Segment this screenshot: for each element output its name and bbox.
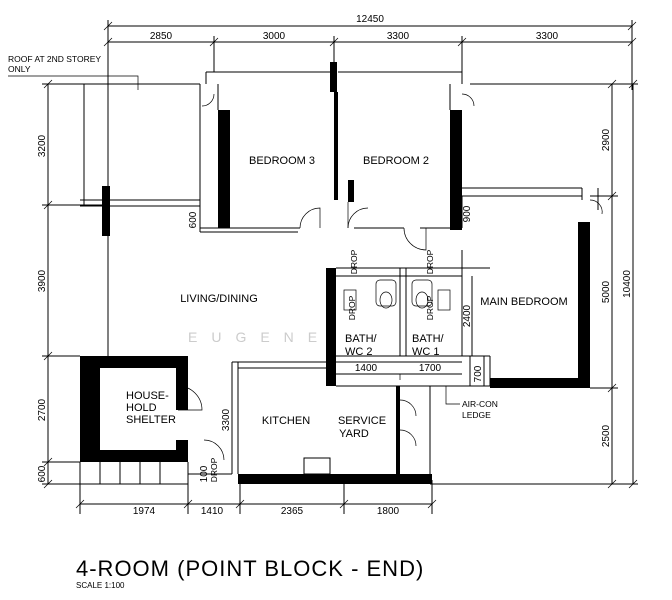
- drop-label-4: DROP: [425, 295, 435, 320]
- dim-right-3: 2500: [601, 424, 612, 447]
- plan-title: 4-ROOM (POINT BLOCK - END): [76, 556, 424, 581]
- dim-inner-900: 900: [462, 205, 473, 222]
- drop-label-1: DROP: [349, 249, 359, 274]
- room-living-dining: LIVING/DINING: [180, 293, 258, 305]
- right-dimension-lines: [430, 79, 638, 489]
- dim-right-1: 2900: [601, 128, 612, 151]
- dim-inner-1700: 1700: [419, 363, 442, 374]
- roof-note-line1: ROOF AT 2ND STOREY: [8, 54, 101, 64]
- room-bath-wc2-line1: BATH/: [345, 333, 378, 345]
- dim-right-overall: 10400: [622, 270, 633, 298]
- roof-note-line2: ONLY: [8, 64, 31, 74]
- dim-top-2: 3000: [263, 31, 286, 42]
- dim-inner-600: 600: [188, 211, 199, 228]
- bottom-dimension-lines: [75, 480, 437, 514]
- dim-top-4: 3300: [536, 31, 559, 42]
- room-bedroom-3: BEDROOM 3: [249, 155, 315, 167]
- dim-inner-100: 100: [199, 465, 210, 482]
- walls: [79, 62, 599, 485]
- room-kitchen: KITCHEN: [262, 415, 310, 427]
- aircon-note-line2: LEDGE: [462, 410, 491, 420]
- room-main-bedroom: MAIN BEDROOM: [480, 296, 567, 308]
- dim-inner-700: 700: [473, 365, 484, 382]
- dim-inner-3300: 3300: [221, 408, 232, 431]
- dim-overall-width: 12450: [356, 14, 384, 25]
- room-shelter-line3: SHELTER: [126, 414, 176, 426]
- room-shelter-line2: HOLD: [126, 402, 157, 414]
- dim-left-4: 600: [37, 465, 48, 482]
- inner-dimension-lines: [199, 196, 473, 474]
- dim-bottom-1: 1974: [133, 506, 156, 517]
- room-bath-wc1-line1: BATH/: [412, 333, 445, 345]
- room-bedroom-2: BEDROOM 2: [363, 155, 429, 167]
- dim-top-1: 2850: [150, 31, 173, 42]
- room-shelter-line1: HOUSE-: [126, 390, 169, 402]
- left-dimension-lines: [42, 79, 200, 489]
- aircon-leader: [445, 386, 460, 405]
- room-service-yard-line2: YARD: [339, 428, 369, 440]
- dim-left-3: 2700: [37, 398, 48, 421]
- room-bath-wc1-line2: WC 1: [412, 346, 440, 358]
- dim-bottom-4: 1800: [377, 506, 400, 517]
- roof-leader: [8, 75, 139, 90]
- drop-label-3: DROP: [347, 295, 357, 320]
- top-dimension-lines: [103, 20, 637, 200]
- drop-label-5: DROP: [209, 457, 219, 482]
- dim-left-2: 3900: [37, 269, 48, 292]
- bath-fixtures: [343, 279, 451, 311]
- dim-inner-2400: 2400: [462, 304, 473, 327]
- drop-label-2: DROP: [425, 249, 435, 274]
- dim-top-3: 3300: [387, 31, 410, 42]
- room-service-yard-line1: SERVICE: [338, 415, 386, 427]
- dim-bottom-2: 1410: [201, 506, 224, 517]
- aircon-note-line1: AIR-CON: [462, 399, 498, 409]
- watermark: EUGENE: [188, 329, 331, 345]
- room-bath-wc2-line2: WC 2: [345, 346, 373, 358]
- dim-bottom-3: 2365: [281, 506, 304, 517]
- dim-inner-1400: 1400: [355, 363, 378, 374]
- dim-left-1: 3200: [37, 134, 48, 157]
- plan-scale: SCALE 1:100: [76, 581, 125, 590]
- dim-right-2: 5000: [601, 280, 612, 303]
- doors: [177, 93, 603, 461]
